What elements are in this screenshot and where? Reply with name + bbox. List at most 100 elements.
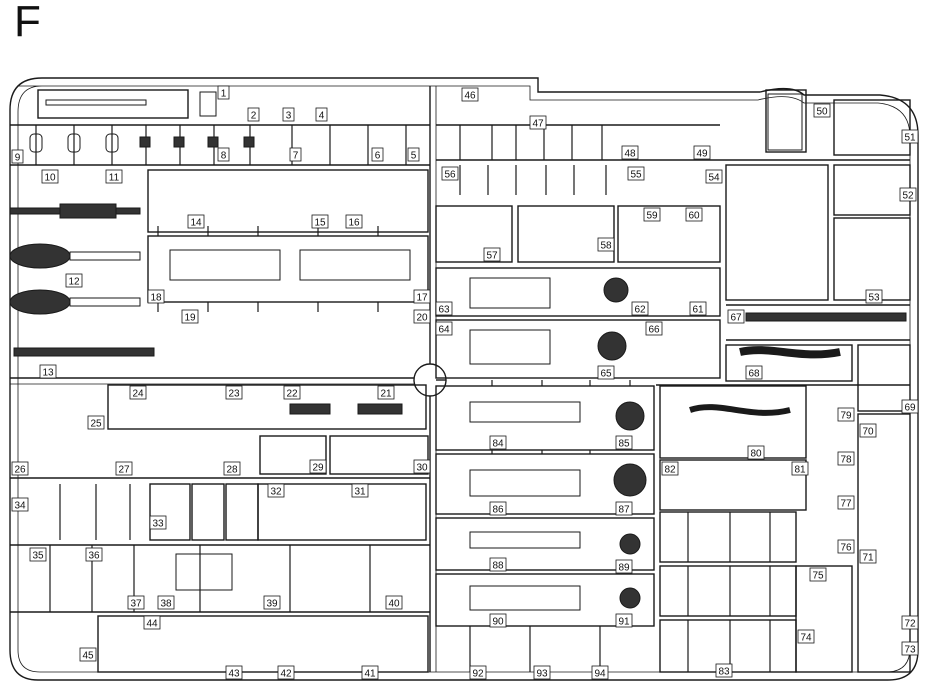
part-label-box	[223, 461, 241, 476]
part-label-49: 49	[693, 145, 711, 160]
part-number: 47	[532, 119, 544, 130]
part-label-box	[901, 615, 919, 630]
part-label-box	[441, 166, 459, 181]
part-label-40: 40	[385, 595, 403, 610]
part-label-17: 17	[413, 289, 431, 304]
part-label-11: 11	[105, 169, 123, 184]
part-label-box	[461, 87, 479, 102]
part-label-box	[597, 237, 615, 252]
part-label-box	[615, 613, 633, 628]
part-label-box	[143, 615, 161, 630]
part-label-box	[859, 549, 877, 564]
part-label-54: 54	[705, 169, 723, 184]
part-label-box	[837, 539, 855, 554]
part-label-box	[127, 595, 145, 610]
part-number: 40	[388, 599, 400, 610]
part-number: 28	[226, 465, 238, 476]
part-number: 26	[14, 465, 26, 476]
part-label-box	[351, 483, 369, 498]
part-label-box	[39, 364, 57, 379]
part-label-box	[529, 115, 547, 130]
part-label-box	[627, 166, 645, 181]
part-label-36: 36	[85, 547, 103, 562]
part-label-7: 7	[289, 147, 302, 162]
part-label-39: 39	[263, 595, 281, 610]
part-label-box	[289, 147, 302, 162]
part-number: 32	[270, 487, 282, 498]
part-label-box	[413, 459, 431, 474]
part-number: 30	[416, 463, 428, 474]
part-label-26: 26	[11, 461, 29, 476]
part-number: 27	[118, 465, 130, 476]
part-number: 73	[904, 645, 916, 656]
part-label-30: 30	[413, 459, 431, 474]
part-number: 10	[44, 173, 56, 184]
part-label-20: 20	[413, 309, 431, 324]
part-label-box	[225, 665, 243, 680]
part-label-44: 44	[143, 615, 161, 630]
part-label-57: 57	[483, 247, 501, 262]
part-label-box	[282, 107, 295, 122]
part-number: 14	[190, 218, 202, 229]
part-number: 90	[492, 617, 504, 628]
part-number: 6	[375, 151, 381, 162]
part-number: 16	[348, 218, 360, 229]
part-number: 42	[280, 669, 292, 680]
part-number: 43	[228, 669, 240, 680]
part-label-31: 31	[351, 483, 369, 498]
part-label-76: 76	[837, 539, 855, 554]
part-label-box	[489, 557, 507, 572]
part-label-box	[371, 147, 384, 162]
part-label-80: 80	[747, 445, 765, 460]
part-label-box	[685, 207, 703, 222]
part-label-52: 52	[899, 187, 917, 202]
part-label-box	[797, 629, 815, 644]
part-label-box	[661, 461, 679, 476]
part-number: 91	[618, 617, 630, 628]
part-label-box	[615, 435, 633, 450]
part-label-29: 29	[309, 459, 327, 474]
part-number: 82	[664, 465, 676, 476]
part-label-94: 94	[591, 665, 609, 680]
part-label-box	[597, 365, 615, 380]
part-label-box	[361, 665, 379, 680]
part-label-60: 60	[685, 207, 703, 222]
part-label-59: 59	[643, 207, 661, 222]
part-label-46: 46	[461, 87, 479, 102]
part-label-box	[79, 647, 97, 662]
part-number: 41	[364, 669, 376, 680]
part-label-66: 66	[645, 321, 663, 336]
part-label-65: 65	[597, 365, 615, 380]
part-label-92: 92	[469, 665, 487, 680]
part-number: 39	[266, 599, 278, 610]
part-label-box	[147, 289, 165, 304]
part-label-box	[469, 665, 487, 680]
part-number: 1	[221, 89, 227, 100]
part-label-box	[813, 103, 831, 118]
part-number: 20	[416, 313, 428, 324]
part-label-68: 68	[745, 365, 763, 380]
part-label-3: 3	[282, 107, 295, 122]
part-label-86: 86	[489, 501, 507, 516]
part-number: 61	[692, 305, 704, 316]
part-label-box	[217, 147, 230, 162]
part-number: 89	[618, 563, 630, 574]
part-label-58: 58	[597, 237, 615, 252]
part-number: 9	[15, 153, 21, 164]
part-number: 45	[82, 651, 94, 662]
part-label-box	[689, 301, 707, 316]
part-label-box	[157, 595, 175, 610]
part-number: 50	[816, 107, 828, 118]
part-label-box	[263, 595, 281, 610]
part-label-61: 61	[689, 301, 707, 316]
part-number: 18	[150, 293, 162, 304]
part-label-box	[87, 415, 105, 430]
part-number: 58	[600, 241, 612, 252]
part-label-22: 22	[283, 385, 301, 400]
part-number: 85	[618, 439, 630, 450]
part-label-box	[181, 309, 199, 324]
part-number: 54	[708, 173, 720, 184]
part-number: 76	[840, 543, 852, 554]
part-label-box	[837, 495, 855, 510]
